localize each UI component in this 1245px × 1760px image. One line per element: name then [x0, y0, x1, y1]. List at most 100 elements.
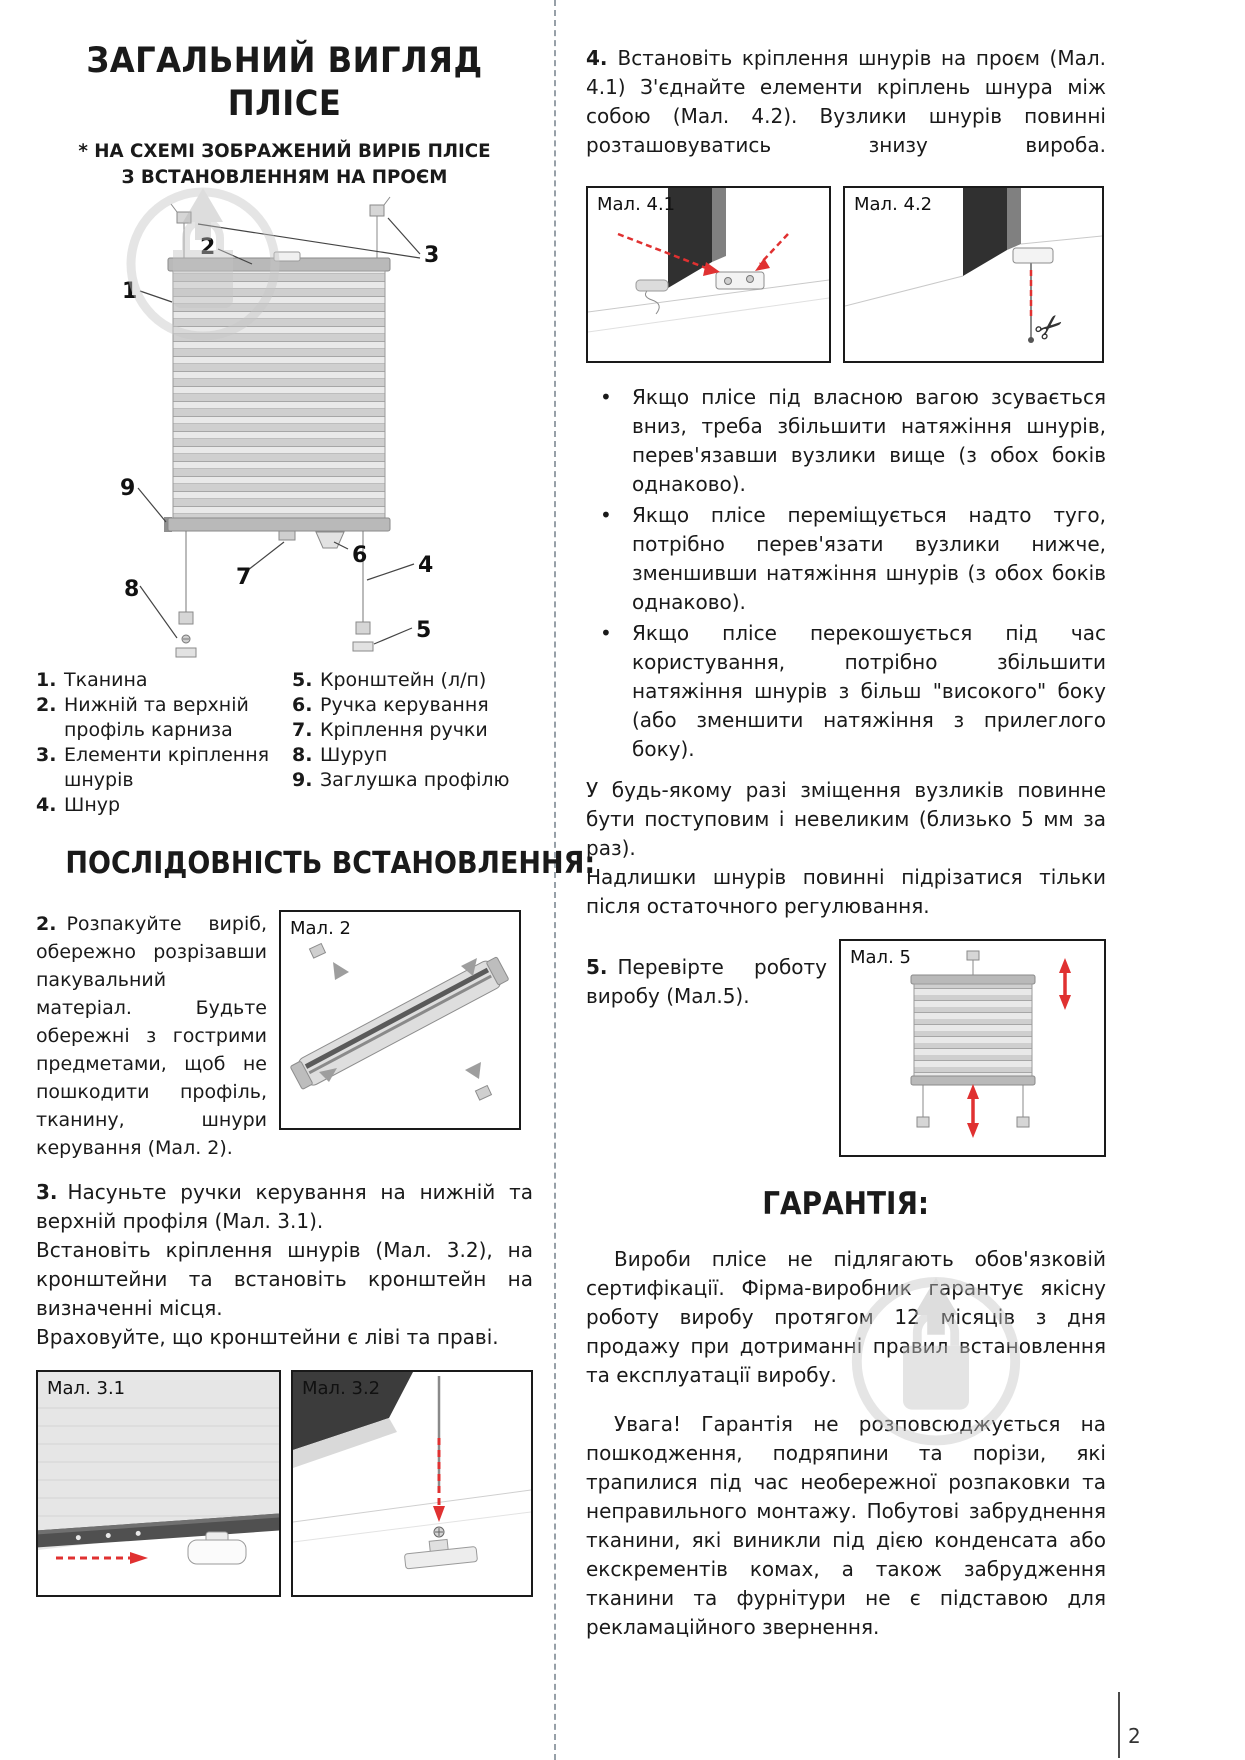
legend-item-text: Шуруп — [320, 744, 388, 766]
figure-3-1-label: Мал. 3.1 — [47, 1378, 126, 1399]
bullet-item: • Якщо плісе переміщується надто туго, п… — [586, 501, 1106, 617]
check-direction-arrow-icons — [967, 958, 1071, 1138]
handle-and-attachment — [278, 530, 345, 549]
cord-fixing-bottom-left-icon — [175, 611, 197, 658]
step-2-paragraph: 2.Розпакуйте виріб, обережно розрізавши … — [36, 910, 279, 1162]
step-4-paragraph: 4.Встановіть кріплення шнурів на проєм (… — [586, 44, 1106, 160]
legend-item: 4. Шнур — [36, 793, 292, 818]
pleated-fabric — [172, 270, 386, 519]
callout-lines — [137, 217, 421, 645]
bullet-text: Якщо плісе перекошується під час користу… — [632, 621, 1106, 761]
diagram-number-4: 4 — [418, 553, 433, 578]
bracket-pieces — [308, 942, 493, 1101]
legend-item: 3. Елементи кріплення шнурів — [36, 743, 292, 793]
figure-3-1: Мал. 3.1 — [36, 1370, 281, 1597]
cord-fixing-bracket — [715, 271, 765, 290]
bullet-marker: • — [600, 503, 612, 527]
step-4-number: 4. — [586, 46, 608, 70]
legend-item: 8. Шуруп — [292, 743, 533, 768]
page-subtitle: * НА СХЕМІ ЗОБРАЖЕНИЙ ВИРІБ ПЛІСЕ З ВСТА… — [46, 138, 523, 190]
legend-item: 2. Нижній та верхній профіль карниза — [36, 693, 292, 743]
adjustment-notes: У будь-якому разі зміщення вузликів пови… — [586, 776, 1106, 921]
warranty-paragraph-1: Вироби плісе не підлягають обов'язковій … — [586, 1247, 1106, 1387]
diagram-number-3: 3 — [424, 243, 439, 268]
step-2-text: Розпакуйте виріб, обережно розрізавши па… — [36, 913, 267, 1159]
cord-fixing-bracket — [1012, 247, 1054, 264]
bullet-marker: • — [600, 385, 612, 409]
window-frame — [293, 1372, 413, 1450]
diagram-number-8: 8 — [124, 577, 139, 602]
legend-item-text: Заглушка профілю — [320, 769, 510, 791]
diagram-number-labels: 1 2 3 4 5 6 7 8 9 — [120, 235, 439, 643]
adjustment-bullet-list: • Якщо плісе під власною вагою зсуваєтьс… — [586, 383, 1106, 764]
fig41-mount-bracket-drawing — [588, 188, 829, 361]
subtitle-line-1: * НА СХЕМІ ЗОБРАЖЕНИЙ ВИРІБ ПЛІСЕ — [78, 140, 491, 162]
note-paragraph-2: Надлишки шнурів повинні підрізатися тіль… — [586, 865, 1106, 918]
diagram-number-1: 1 — [122, 279, 137, 304]
screw-icon — [433, 1526, 445, 1538]
bullet-item: • Якщо плісе під власною вагою зсуваєтьс… — [586, 383, 1106, 499]
mount-arrow-icons — [617, 232, 789, 276]
figure-3-2: Мал. 3.2 — [291, 1370, 533, 1597]
figure-5: Мал. 5 — [839, 939, 1106, 1157]
cord-fixing-bottom-right-icon — [352, 621, 374, 652]
legend-column-2: 5. Кронштейн (л/п) 6. Ручка керування 7.… — [292, 668, 533, 818]
cord-bracket — [404, 1538, 478, 1570]
step-3-line-3: Враховуйте, що кронштейни є ліві та прав… — [36, 1325, 499, 1349]
figures-4-row: Мал. 4.1 — [586, 186, 1106, 363]
bullet-item: • Якщо плісе перекошується під час корис… — [586, 619, 1106, 764]
fig32-bracket-screw-drawing — [293, 1372, 531, 1595]
cord-fixing-top-right-icon — [369, 196, 391, 258]
step-5-row: 5.Перевірте роботу виробу (Мал.5). Мал. … — [586, 939, 1106, 1157]
fabric-texture — [38, 1407, 279, 1517]
screw-direction-arrow-icon — [433, 1438, 445, 1522]
warranty-paragraph-2: Увага! Гарантія не розповсюджується на п… — [586, 1412, 1106, 1639]
left-column: ЗАГАЛЬНИЙ ВИГЛЯД ПЛІСЕ * НА СХЕМІ ЗОБРАЖ… — [36, 0, 595, 1597]
legend-item: 5. Кронштейн (л/п) — [292, 668, 533, 693]
step-3-paragraph: 3.Насуньте ручки керування на нижній та … — [36, 1178, 533, 1352]
legend-item: 6. Ручка керування — [292, 693, 533, 718]
bullet-text: Якщо плісе під власною вагою зсувається … — [632, 385, 1106, 496]
page-title: ЗАГАЛЬНИЙ ВИГЛЯД ПЛІСЕ — [56, 40, 513, 126]
legend-item-number: 9. — [292, 769, 313, 791]
step-3-line-1: Насуньте ручки керування на нижній та ве… — [36, 1180, 533, 1233]
fig5-check-operation-drawing — [841, 941, 1104, 1155]
packed-blind-bundle — [290, 956, 509, 1090]
legend-item-text: Кронштейн (л/п) — [320, 669, 487, 691]
cord-coil — [635, 279, 669, 315]
bottom-profile — [164, 517, 391, 532]
legend-item-number: 4. — [36, 794, 57, 816]
legend-item: 7. Кріплення ручки — [292, 718, 533, 743]
step-5-number: 5. — [586, 955, 608, 979]
legend-item-number: 7. — [292, 719, 313, 741]
unpack-arrow-icons — [319, 958, 481, 1082]
diagram-number-6: 6 — [352, 543, 367, 568]
right-column: 4.Встановіть кріплення шнурів на проєм (… — [586, 0, 1106, 1642]
title-line-2: ПЛІСЕ — [227, 84, 342, 124]
legend-column-1: 1. Тканина 2. Нижній та верхній профіль … — [36, 668, 292, 818]
fig42-cord-trim-drawing: ✂ — [845, 188, 1102, 361]
title-line-1: ЗАГАЛЬНИЙ ВИГЛЯД — [86, 41, 483, 81]
figure-3-2-label: Мал. 3.2 — [302, 1378, 381, 1399]
legend-item-text: Нижній та верхній профіль карниза — [64, 694, 249, 741]
step-2-row: 2.Розпакуйте виріб, обережно розрізавши … — [36, 910, 533, 1162]
subtitle-line-2: З ВСТАНОВЛЕННЯМ НА ПРОЄМ — [121, 166, 448, 188]
figure-4-2-label: Мал. 4.2 — [854, 194, 933, 215]
cords — [185, 531, 364, 622]
fig31-handle-slide-drawing — [38, 1372, 279, 1595]
step-4-text: Встановіть кріплення шнурів на проєм (Ма… — [586, 46, 1106, 157]
cord-fixing-top-left-icon — [170, 203, 192, 258]
slide-direction-arrow-icon — [56, 1552, 148, 1564]
diagram-legend: 1. Тканина 2. Нижній та верхній профіль … — [36, 668, 533, 818]
legend-item: 9. Заглушка профілю — [292, 768, 533, 793]
legend-item-text: Ручка керування — [320, 694, 489, 716]
step-5-paragraph: 5.Перевірте роботу виробу (Мал.5). — [586, 939, 839, 1157]
bullet-marker: • — [600, 621, 612, 645]
fig2-packed-blind-drawing — [290, 942, 509, 1101]
window-frame-edge — [963, 188, 1007, 276]
legend-item-text: Кріплення ручки — [320, 719, 488, 741]
figure-4-1: Мал. 4.1 — [586, 186, 831, 363]
note-paragraph-1: У будь-якому разі зміщення вузликів пови… — [586, 778, 1106, 860]
figure-4-2: Мал. 4.2 ✂ — [843, 186, 1104, 363]
